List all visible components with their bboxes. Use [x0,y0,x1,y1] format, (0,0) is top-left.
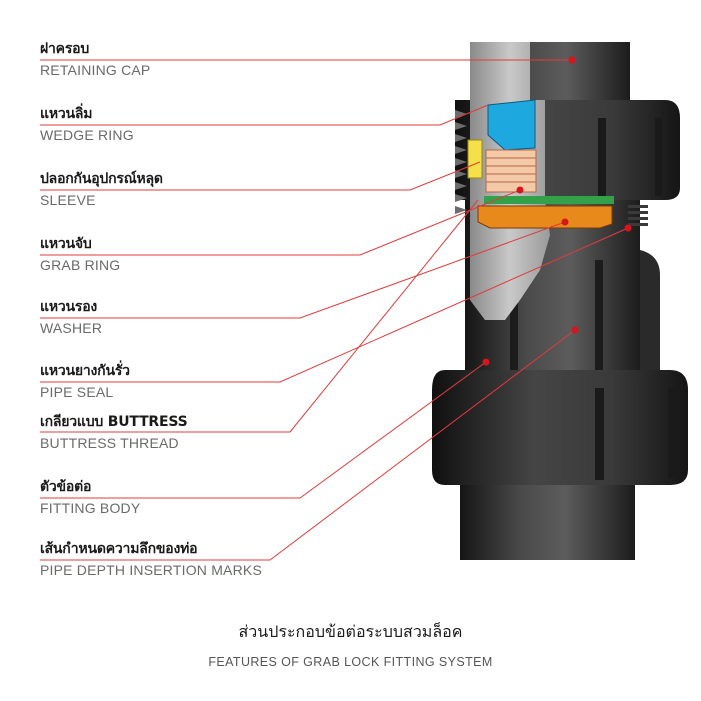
label-fitting-body: ตัวข้อต่อ FITTING BODY [40,478,340,517]
lower-cap-rib [595,388,604,480]
label-wedge-ring: แหวนลิ่ม WEDGE RING [40,105,340,144]
cap-rib [598,118,606,196]
label-th: ตัวข้อต่อ [40,479,92,495]
wedge-ring-shape [487,99,536,151]
caption: ส่วนประกอบข้อต่อระบบสวมล็อค FEATURES OF … [0,620,701,669]
right-thread [628,205,648,226]
lower-cap-rib [668,388,676,478]
label-en: GRAB RING [40,257,121,273]
label-th: เส้นกำหนดความลึกของท่อ [40,541,198,557]
label-en: PIPE SEAL [40,384,114,400]
marker-dots [482,56,632,366]
label-th: เกลียวแบบ BUTTRESS [40,414,188,430]
sleeve-shape [485,149,537,193]
label-th: ฝาครอบ [40,41,90,57]
cap-rib [655,118,662,196]
caption-en: FEATURES OF GRAB LOCK FITTING SYSTEM [208,655,493,669]
lower-cap [432,370,688,485]
label-retaining-cap: ฝาครอบ RETAINING CAP [40,40,340,79]
pipe-seal-shape [467,139,483,179]
label-th: แหวนลิ่ม [40,106,93,122]
caption-th: ส่วนประกอบข้อต่อระบบสวมล็อค [238,622,463,641]
label-grab-ring: แหวนจับ GRAB RING [40,235,340,274]
label-en: FITTING BODY [40,500,141,516]
label-en: RETAINING CAP [40,62,151,78]
label-en: SLEEVE [40,192,96,208]
label-washer: แหวนรอง WASHER [40,298,340,337]
label-en: WASHER [40,320,103,336]
label-th: ปลอกกันอุปกรณ์หลุด [40,171,163,187]
label-th: แหวนยางกันรั่ว [40,363,130,379]
label-th: แหวนรอง [40,299,98,315]
label-th: แหวนจับ [40,236,92,252]
label-en: BUTTRESS THREAD [40,435,179,451]
body-rib [595,260,603,370]
label-depth-marks: เส้นกำหนดความลึกของท่อ PIPE DEPTH INSERT… [40,540,340,579]
body-shoulder [640,250,660,370]
body-rib [510,300,518,370]
buttress-thread [455,110,467,214]
label-en: WEDGE RING [40,127,134,143]
label-buttress-thread: เกลียวแบบ BUTTRESS BUTTRESS THREAD [40,413,340,452]
sleeve-lines [486,157,536,183]
label-en: PIPE DEPTH INSERTION MARKS [40,562,262,578]
leader-lines [40,59,629,561]
label-sleeve: ปลอกกันอุปกรณ์หลุด SLEEVE [40,170,340,209]
bottom-pipe [460,485,635,560]
grab-ring-shape [477,205,613,229]
washer-shape [484,196,614,204]
label-pipe-seal: แหวนยางกันรั่ว PIPE SEAL [40,362,340,401]
